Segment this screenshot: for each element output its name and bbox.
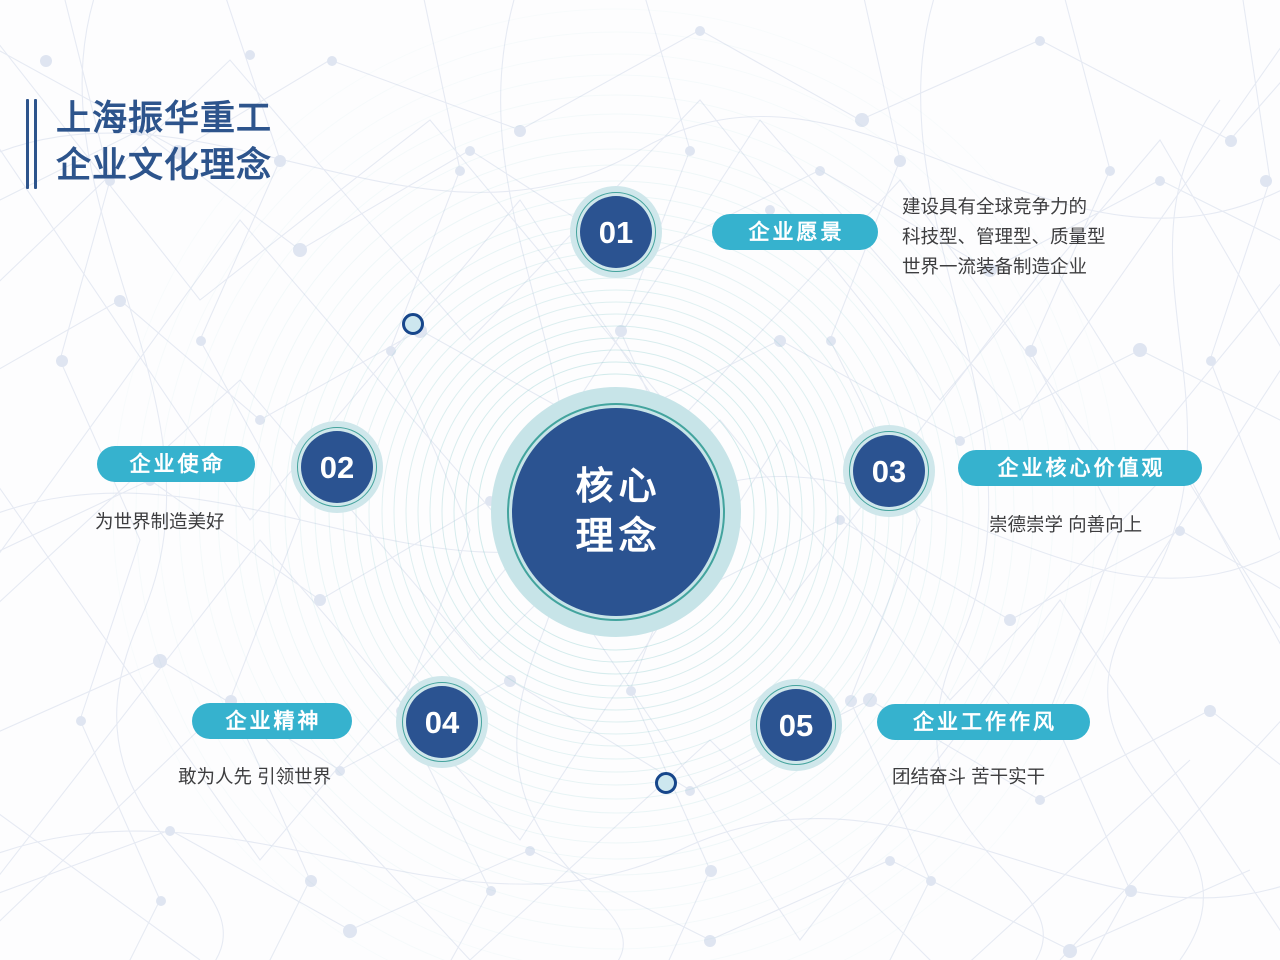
pill-04[interactable]: 企业精神 (192, 703, 352, 739)
badge-05-core: 05 (760, 689, 832, 761)
pill-04-label: 企业精神 (225, 709, 322, 733)
pill-03[interactable]: 企业核心价值观 (958, 450, 1202, 486)
badge-04-number: 04 (424, 704, 460, 740)
desc-02: 为世界制造美好 (95, 507, 225, 537)
decorative-ring-lower-center (655, 772, 677, 794)
title-text: 上海振华重工 企业文化理念 (56, 96, 272, 189)
desc-05-line-1: 团结奋斗 苦干实干 (892, 766, 1046, 787)
badge-05[interactable]: 05 (750, 679, 842, 771)
pill-01[interactable]: 企业愿景 (712, 214, 878, 250)
desc-04-line-1: 敢为人先 引领世界 (178, 766, 332, 787)
pill-02-label: 企业使命 (129, 452, 226, 476)
badge-05-number: 05 (778, 707, 814, 743)
desc-01-line-3: 世界一流装备制造企业 (902, 256, 1088, 278)
hub-core: 核心 理念 (512, 408, 720, 616)
badge-02[interactable]: 02 (291, 421, 383, 513)
title-accent-bar-2 (34, 99, 37, 190)
desc-01-line-1: 建设具有全球竞争力的 (902, 196, 1088, 217)
decorative-ring-upper-left (402, 313, 424, 335)
desc-03: 崇德崇学 向善向上 (989, 510, 1142, 540)
badge-01-number: 01 (598, 214, 634, 250)
hub-label-line-1: 核心 (575, 465, 662, 508)
title-line-1: 上海振华重工 (56, 99, 273, 138)
badge-01-core: 01 (580, 196, 652, 268)
desc-01: 建设具有全球竞争力的 科技型、管理型、质量型 世界一流装备制造企业 (902, 192, 1106, 282)
desc-05: 团结奋斗 苦干实干 (892, 762, 1045, 792)
badge-01[interactable]: 01 (570, 186, 662, 278)
badge-04[interactable]: 04 (396, 676, 488, 768)
pill-01-label: 企业愿景 (748, 220, 845, 244)
badge-03-core: 03 (853, 435, 925, 507)
badge-02-core: 02 (301, 431, 373, 503)
page-title: 上海振华重工 企业文化理念 (26, 96, 272, 190)
hub-label-line-2: 理念 (575, 516, 662, 558)
pill-05-label: 企业工作作风 (913, 710, 1057, 734)
badge-03-number: 03 (871, 453, 907, 489)
pill-03-label: 企业核心价值观 (997, 456, 1166, 480)
pill-02[interactable]: 企业使命 (97, 446, 255, 482)
desc-04: 敢为人先 引领世界 (178, 762, 331, 792)
title-accent-bar-1 (26, 99, 29, 190)
badge-03[interactable]: 03 (843, 425, 935, 517)
badge-04-core: 04 (406, 686, 478, 758)
title-line-2: 企业文化理念 (56, 145, 273, 185)
desc-01-line-2: 科技型、管理型、质量型 (902, 226, 1106, 248)
desc-03-line-1: 崇德崇学 向善向上 (989, 514, 1143, 535)
desc-02-line-1: 为世界制造美好 (95, 511, 225, 532)
core-concept-hub: 核心 理念 (491, 387, 741, 637)
title-accent-bars (26, 96, 37, 190)
badge-02-number: 02 (319, 449, 355, 485)
pill-05[interactable]: 企业工作作风 (877, 704, 1090, 740)
